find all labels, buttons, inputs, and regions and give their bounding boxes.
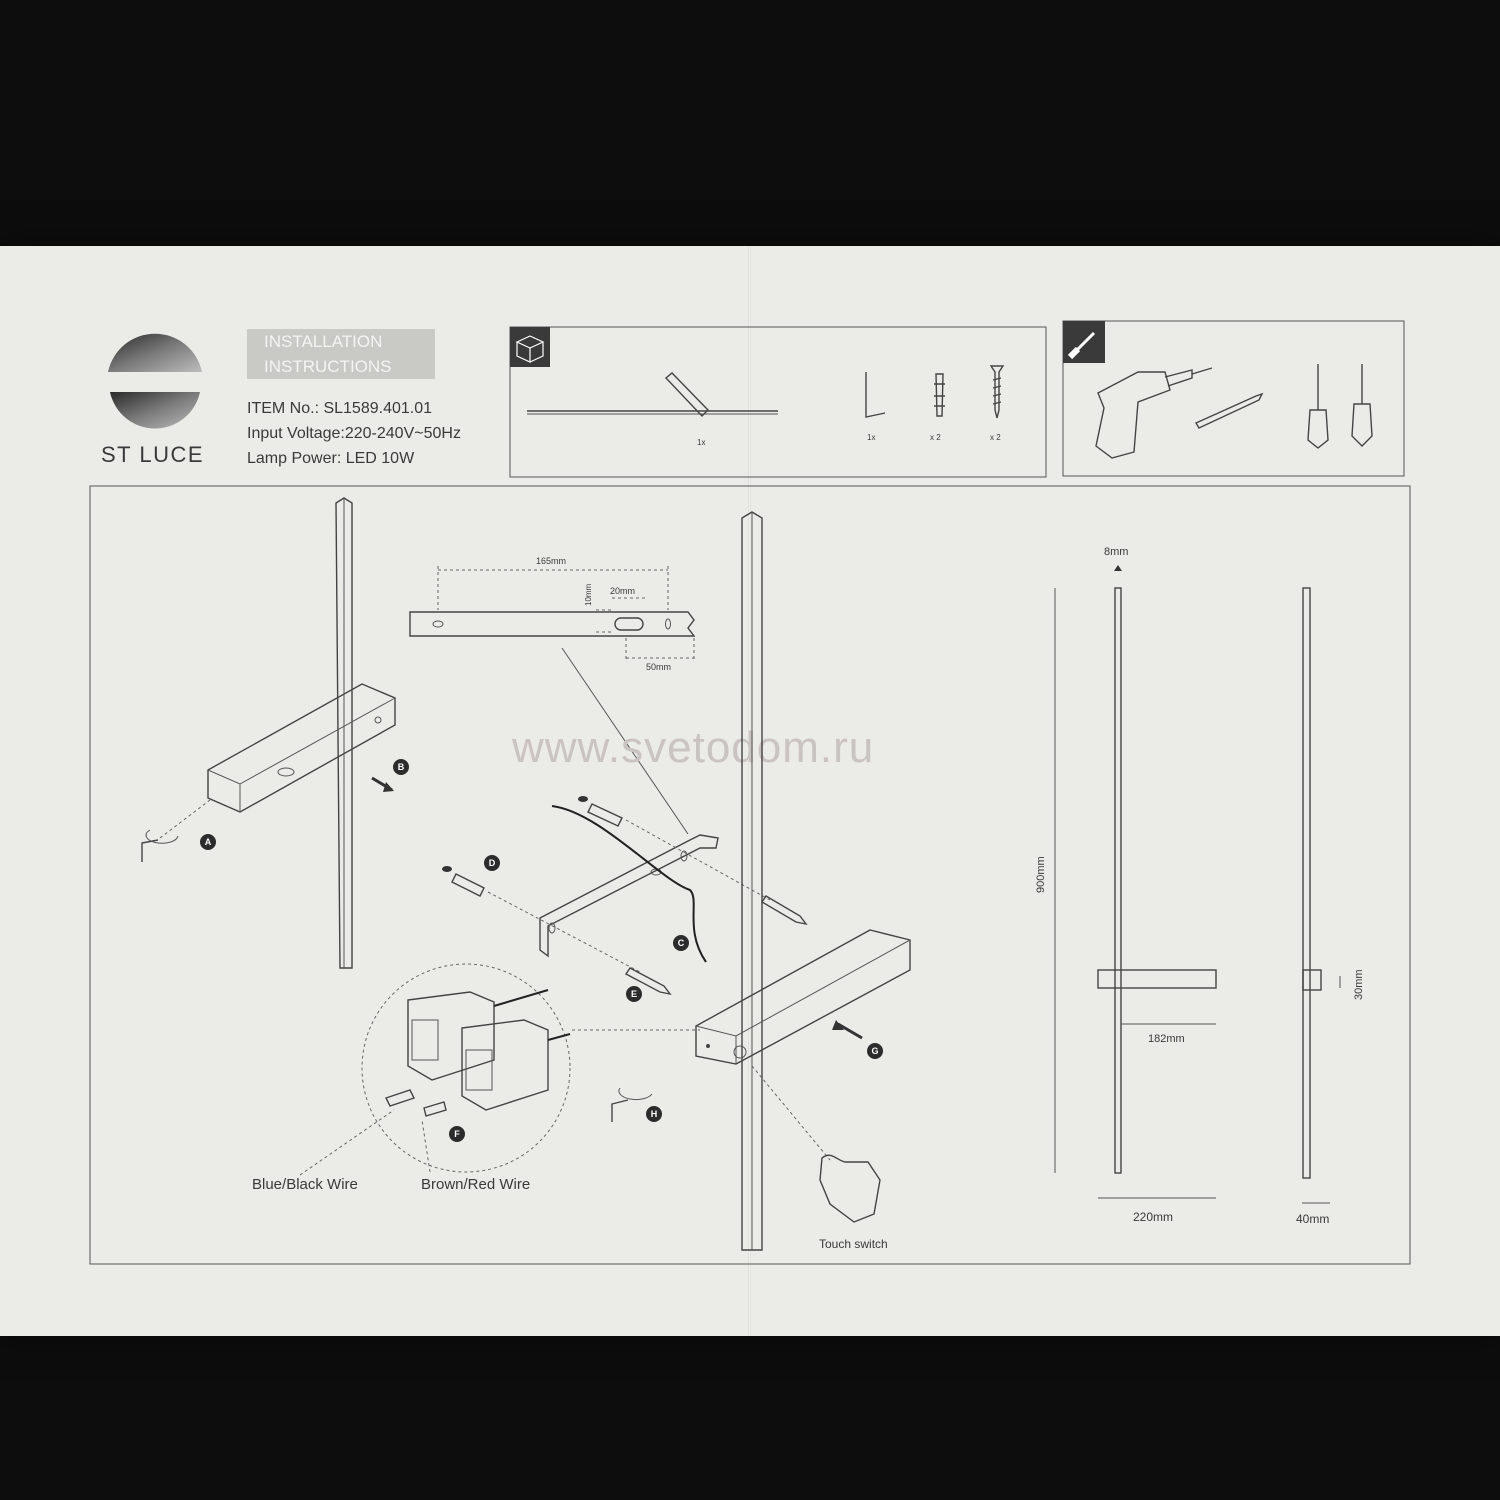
mounting-bracket-drawing [409, 566, 696, 835]
main-frame [89, 485, 1411, 1265]
dim-bracket-width: 165mm [536, 556, 566, 566]
hex-key-icon [865, 372, 886, 418]
title-line-2: INSTRUCTIONS [264, 357, 392, 376]
dim-arm-length: 182mm [1148, 1033, 1185, 1045]
qty-hex-key: 1x [867, 433, 875, 442]
step-badge-e [626, 986, 642, 1002]
step-badge-c-label: C [678, 938, 685, 948]
page-fold [748, 246, 751, 1336]
qty-lamp: 1x [697, 438, 705, 447]
step-badge-e-label: E [631, 989, 637, 999]
dim-arm-height: 30mm [1353, 969, 1365, 1000]
st-luce-logo [108, 333, 202, 429]
dim-bar-width: 8mm [1104, 546, 1128, 558]
dim-depth: 40mm [1296, 1212, 1329, 1226]
lamp-mounting-diagram [611, 511, 911, 1251]
touch-hand-icon [819, 1154, 881, 1223]
parts-box: 1x 1x x 2 x 2 [509, 326, 1047, 478]
step-badge-a-label: A [205, 837, 212, 847]
dim-offset: 50mm [646, 662, 671, 672]
dimension-drawings [1054, 565, 1341, 1204]
lamp-bar-icon [527, 372, 778, 418]
qty-anchor: x 2 [930, 433, 941, 442]
phillips-screwdriver-icon [1351, 364, 1373, 447]
step-a-b-diagram [141, 497, 396, 969]
title-line-1: INSTALLATION [264, 332, 382, 351]
dim-slot-height: 10mm [584, 583, 593, 606]
step-badge-b [393, 759, 409, 775]
input-voltage: Input Voltage:220-240V~50Hz [247, 425, 461, 442]
instruction-sheet [0, 246, 1500, 1336]
wire-connector-detail [299, 963, 700, 1176]
qty-screw: x 2 [990, 433, 1001, 442]
step-badge-h [646, 1106, 662, 1122]
wall-mounting-diagram [442, 796, 808, 996]
step-badge-d [484, 855, 500, 871]
watermark: www.svetodom.ru [511, 723, 874, 772]
lamp-power: Lamp Power: LED 10W [247, 450, 415, 467]
title-plate [247, 329, 435, 379]
step-badge-a [200, 834, 216, 850]
dim-height: 900mm [1035, 856, 1047, 893]
step-badge-f-label: F [454, 1129, 460, 1139]
step-badge-g [867, 1043, 883, 1059]
step-badge-h-label: H [651, 1109, 658, 1119]
brand-name: ST LUCE [101, 442, 204, 467]
wire-label-blue-black: Blue/Black Wire [252, 1176, 358, 1193]
dim-total-width: 220mm [1133, 1210, 1173, 1224]
drill-icon [1095, 367, 1213, 459]
step-badge-b-label: B [398, 762, 405, 772]
pencil-icon [1194, 392, 1264, 429]
screw-icon [989, 365, 1005, 419]
flathead-screwdriver-icon [1307, 364, 1329, 449]
dim-slot-width: 20mm [610, 586, 635, 596]
step-badge-d-label: D [489, 858, 496, 868]
wire-label-brown-red: Brown/Red Wire [421, 1176, 530, 1193]
tools-box [1062, 320, 1405, 477]
touch-switch-label: Touch switch [819, 1237, 888, 1251]
step-badge-g-label: G [871, 1046, 878, 1056]
step-badge-c [673, 935, 689, 951]
step-badge-f [449, 1126, 465, 1142]
wall-anchor-icon [934, 373, 945, 417]
item-number: ITEM No.: SL1589.401.01 [247, 400, 432, 417]
